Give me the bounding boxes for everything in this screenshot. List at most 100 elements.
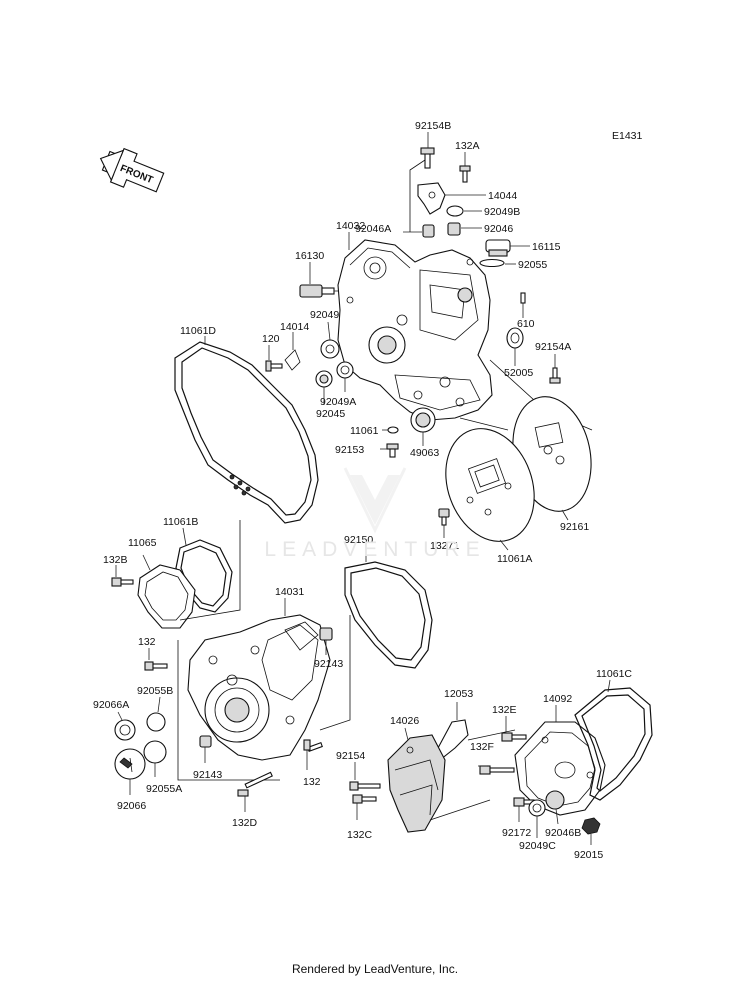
label-92046B: 92046B [545,827,581,839]
part-132-top [144,661,168,671]
label-132C: 132C [347,829,373,841]
label-92015: 92015 [574,849,603,861]
label-11061A: 92150 [344,534,373,546]
part-92055A [143,740,167,764]
part-11061A [344,561,433,669]
label-92161: 92161 [560,521,589,533]
part-92049A [336,361,354,379]
label-14031: 14031 [275,586,304,598]
part-132E [501,732,527,742]
label-11061B: 11061B [163,516,198,528]
part-14031-cover [187,614,331,761]
label-92046: 92046 [484,223,513,235]
part-132B [111,577,134,587]
label-92143-bottom: 92143 [193,769,222,781]
part-92055B [146,712,166,732]
label-92055: 92055 [518,259,547,271]
label-92049A: 92049A [320,396,356,408]
label-92154A: 92154A [535,341,571,353]
label-92150: 13271 [430,540,459,552]
part-132A [459,165,471,183]
part-92066 [114,748,146,780]
label-92143-top: 92143 [314,658,343,670]
label-132E: 132E [492,704,517,716]
label-132-top: 132 [138,636,156,648]
part-14026 [387,734,446,833]
part-92143-bottom [199,735,212,748]
part-14032-cover [337,239,493,421]
label-132F: 132F [470,741,494,753]
part-132-bottom [303,739,323,752]
label-92055A: 92055A [146,783,182,795]
label-49063: 49063 [410,447,439,459]
part-92143-top [319,627,333,641]
part-13271 [445,428,535,542]
part-132D [237,771,273,797]
front-arrow-icon: FRONT [99,147,165,193]
part-92154 [349,781,381,791]
label-11061D: 11061D [180,325,216,337]
part-92049 [320,339,340,359]
diagram-code: E1431 [612,130,643,142]
part-610 [520,292,526,304]
part-92154A [549,367,561,384]
part-11065 [137,564,196,629]
part-52005 [506,327,524,349]
label-92172: 92172 [502,827,531,839]
label-610: 610 [517,318,535,330]
label-52005: 52005 [504,367,533,379]
label-13271: 11061A [497,553,532,565]
part-132C [352,794,377,804]
part-92049B [446,205,464,217]
label-92045: 92045 [316,408,345,420]
label-14026: 14026 [390,715,419,727]
part-92055 [479,258,505,268]
label-14092: 14092 [543,693,572,705]
part-92015 [581,817,601,835]
label-11061: 11061 [350,425,379,437]
watermark-text: LEADVENTURE [264,538,486,561]
part-92153 [386,443,399,458]
label-16130: 16130 [295,250,324,262]
part-92046B [545,790,565,810]
label-14032: 14032 [336,220,365,232]
part-14014 [284,349,301,371]
label-92066A: 92066A [93,699,129,711]
label-132A: 132A [455,140,480,152]
label-92066: 92066 [117,800,146,812]
label-14044: 14044 [488,190,517,202]
part-92046 [447,222,461,236]
part-132F [479,765,515,775]
label-92154: 92154 [336,750,365,762]
label-92055B: 92055B [137,685,173,697]
part-92046A [422,224,435,238]
gasket-dots [229,474,251,496]
label-132D: 132D [232,817,258,829]
label-92049: 92049 [310,309,339,321]
label-16115: 16115 [532,241,561,253]
part-14044 [417,182,446,215]
label-92049B: 92049B [484,206,520,218]
label-92046A: 92046A [355,223,391,235]
label-120: 120 [262,333,280,345]
part-11061D [174,341,319,524]
part-11061 [387,426,399,434]
label-92153: 92153 [335,444,364,456]
part-49063 [410,407,436,433]
part-16115 [485,239,511,257]
part-92154B [420,147,435,169]
label-12053: 12053 [444,688,473,700]
part-11061C [574,687,653,801]
label-92154B: 92154B [415,120,451,132]
label-11061C: 11061C [596,668,632,680]
label-14014: 14014 [280,321,309,333]
label-132B: 132B [103,554,128,566]
footer-credit: Rendered by LeadVenture, Inc. [291,962,459,976]
part-16130 [299,284,335,298]
part-92066A [114,719,136,741]
label-132-bottom: 132 [303,776,321,788]
part-92049C [528,799,546,817]
watermark-logo-icon [343,467,407,534]
part-120 [265,360,283,372]
